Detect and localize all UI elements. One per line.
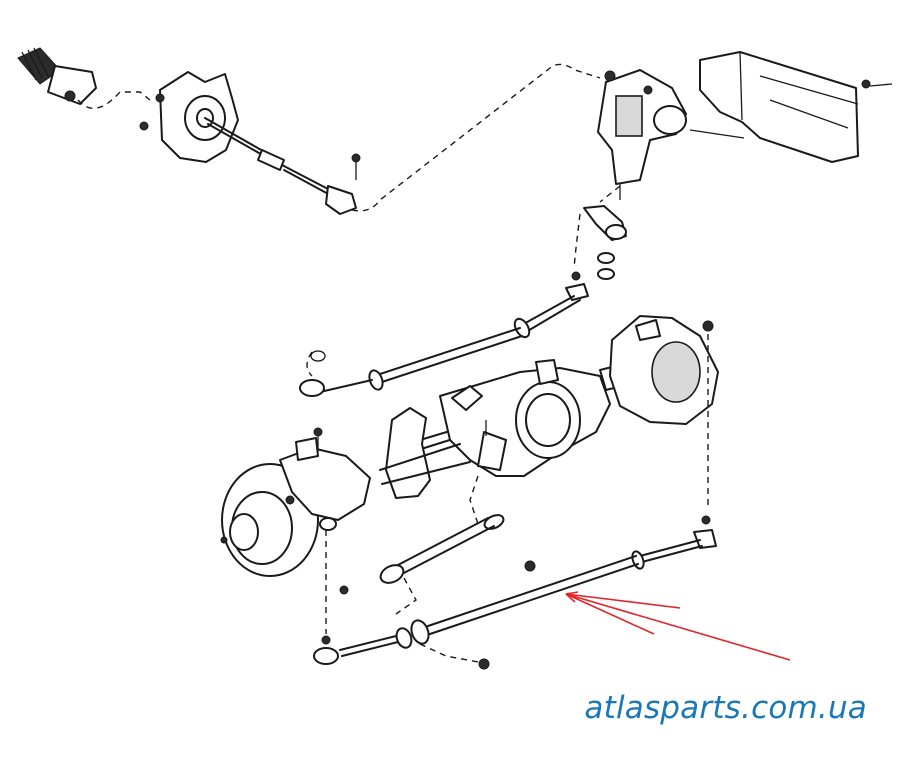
red-pointer-arrows-icon — [565, 591, 791, 661]
firewall-plate — [139, 71, 239, 163]
intermediate-shaft — [204, 117, 361, 215]
track-bar — [339, 475, 536, 615]
steering-gearbox-group — [597, 69, 687, 203]
right-knuckle — [609, 315, 719, 510]
watermark-text: atlasparts.com.ua — [584, 690, 867, 726]
left-knuckle-rotor — [220, 407, 471, 634]
axle-housing — [417, 359, 631, 477]
drag-link — [299, 271, 589, 397]
tie-rod — [313, 515, 717, 670]
frame-rail — [689, 51, 893, 163]
steering-column-group — [17, 47, 601, 215]
shaft-to-gearbox-dashline — [351, 63, 601, 212]
column-dashline — [77, 91, 151, 109]
coupling-boot — [17, 47, 97, 105]
pitman-arm-group — [573, 205, 627, 280]
